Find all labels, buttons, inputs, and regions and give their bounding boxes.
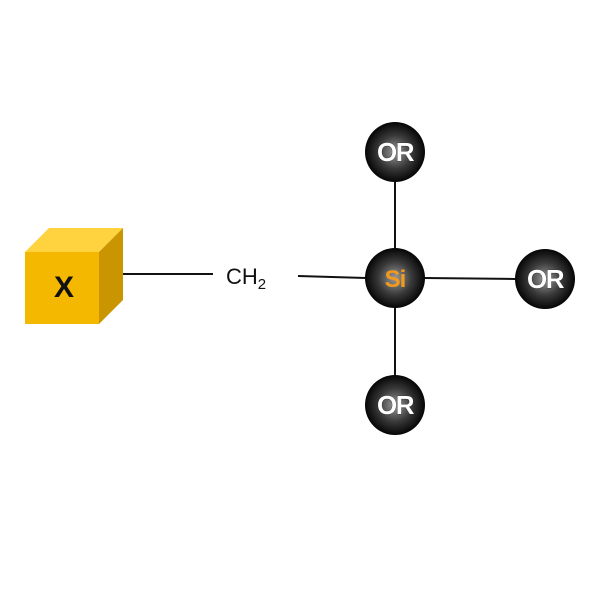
bond-ch2-si	[297, 275, 367, 279]
alkoxy-label-right: OR	[527, 264, 565, 294]
alkoxy-sphere-right	[515, 249, 575, 309]
alkoxy-group-top: OR	[365, 122, 425, 182]
alkoxy-group-bottom: OR	[365, 375, 425, 435]
silicon-label: Si	[385, 266, 406, 293]
alkoxy-label-bottom: OR	[377, 390, 415, 420]
methylene-label: CH2	[226, 264, 266, 293]
bond-si-or-right	[423, 277, 516, 280]
substrate-cube: X	[25, 228, 123, 324]
cube-side-face	[99, 228, 123, 324]
methylene-label-main: CH	[226, 264, 258, 289]
cube-front-face	[25, 252, 99, 324]
alkoxy-label-top: OR	[377, 137, 415, 167]
methylene-label-subscript: 2	[258, 276, 266, 293]
cube-top-face	[25, 228, 123, 252]
alkoxy-sphere-top	[365, 122, 425, 182]
alkoxy-sphere-bottom	[365, 375, 425, 435]
silicon-atom: Si	[365, 248, 425, 308]
silicon-sphere	[365, 248, 425, 308]
cube-label: X	[54, 271, 74, 304]
alkoxy-group-right: OR	[515, 249, 575, 309]
